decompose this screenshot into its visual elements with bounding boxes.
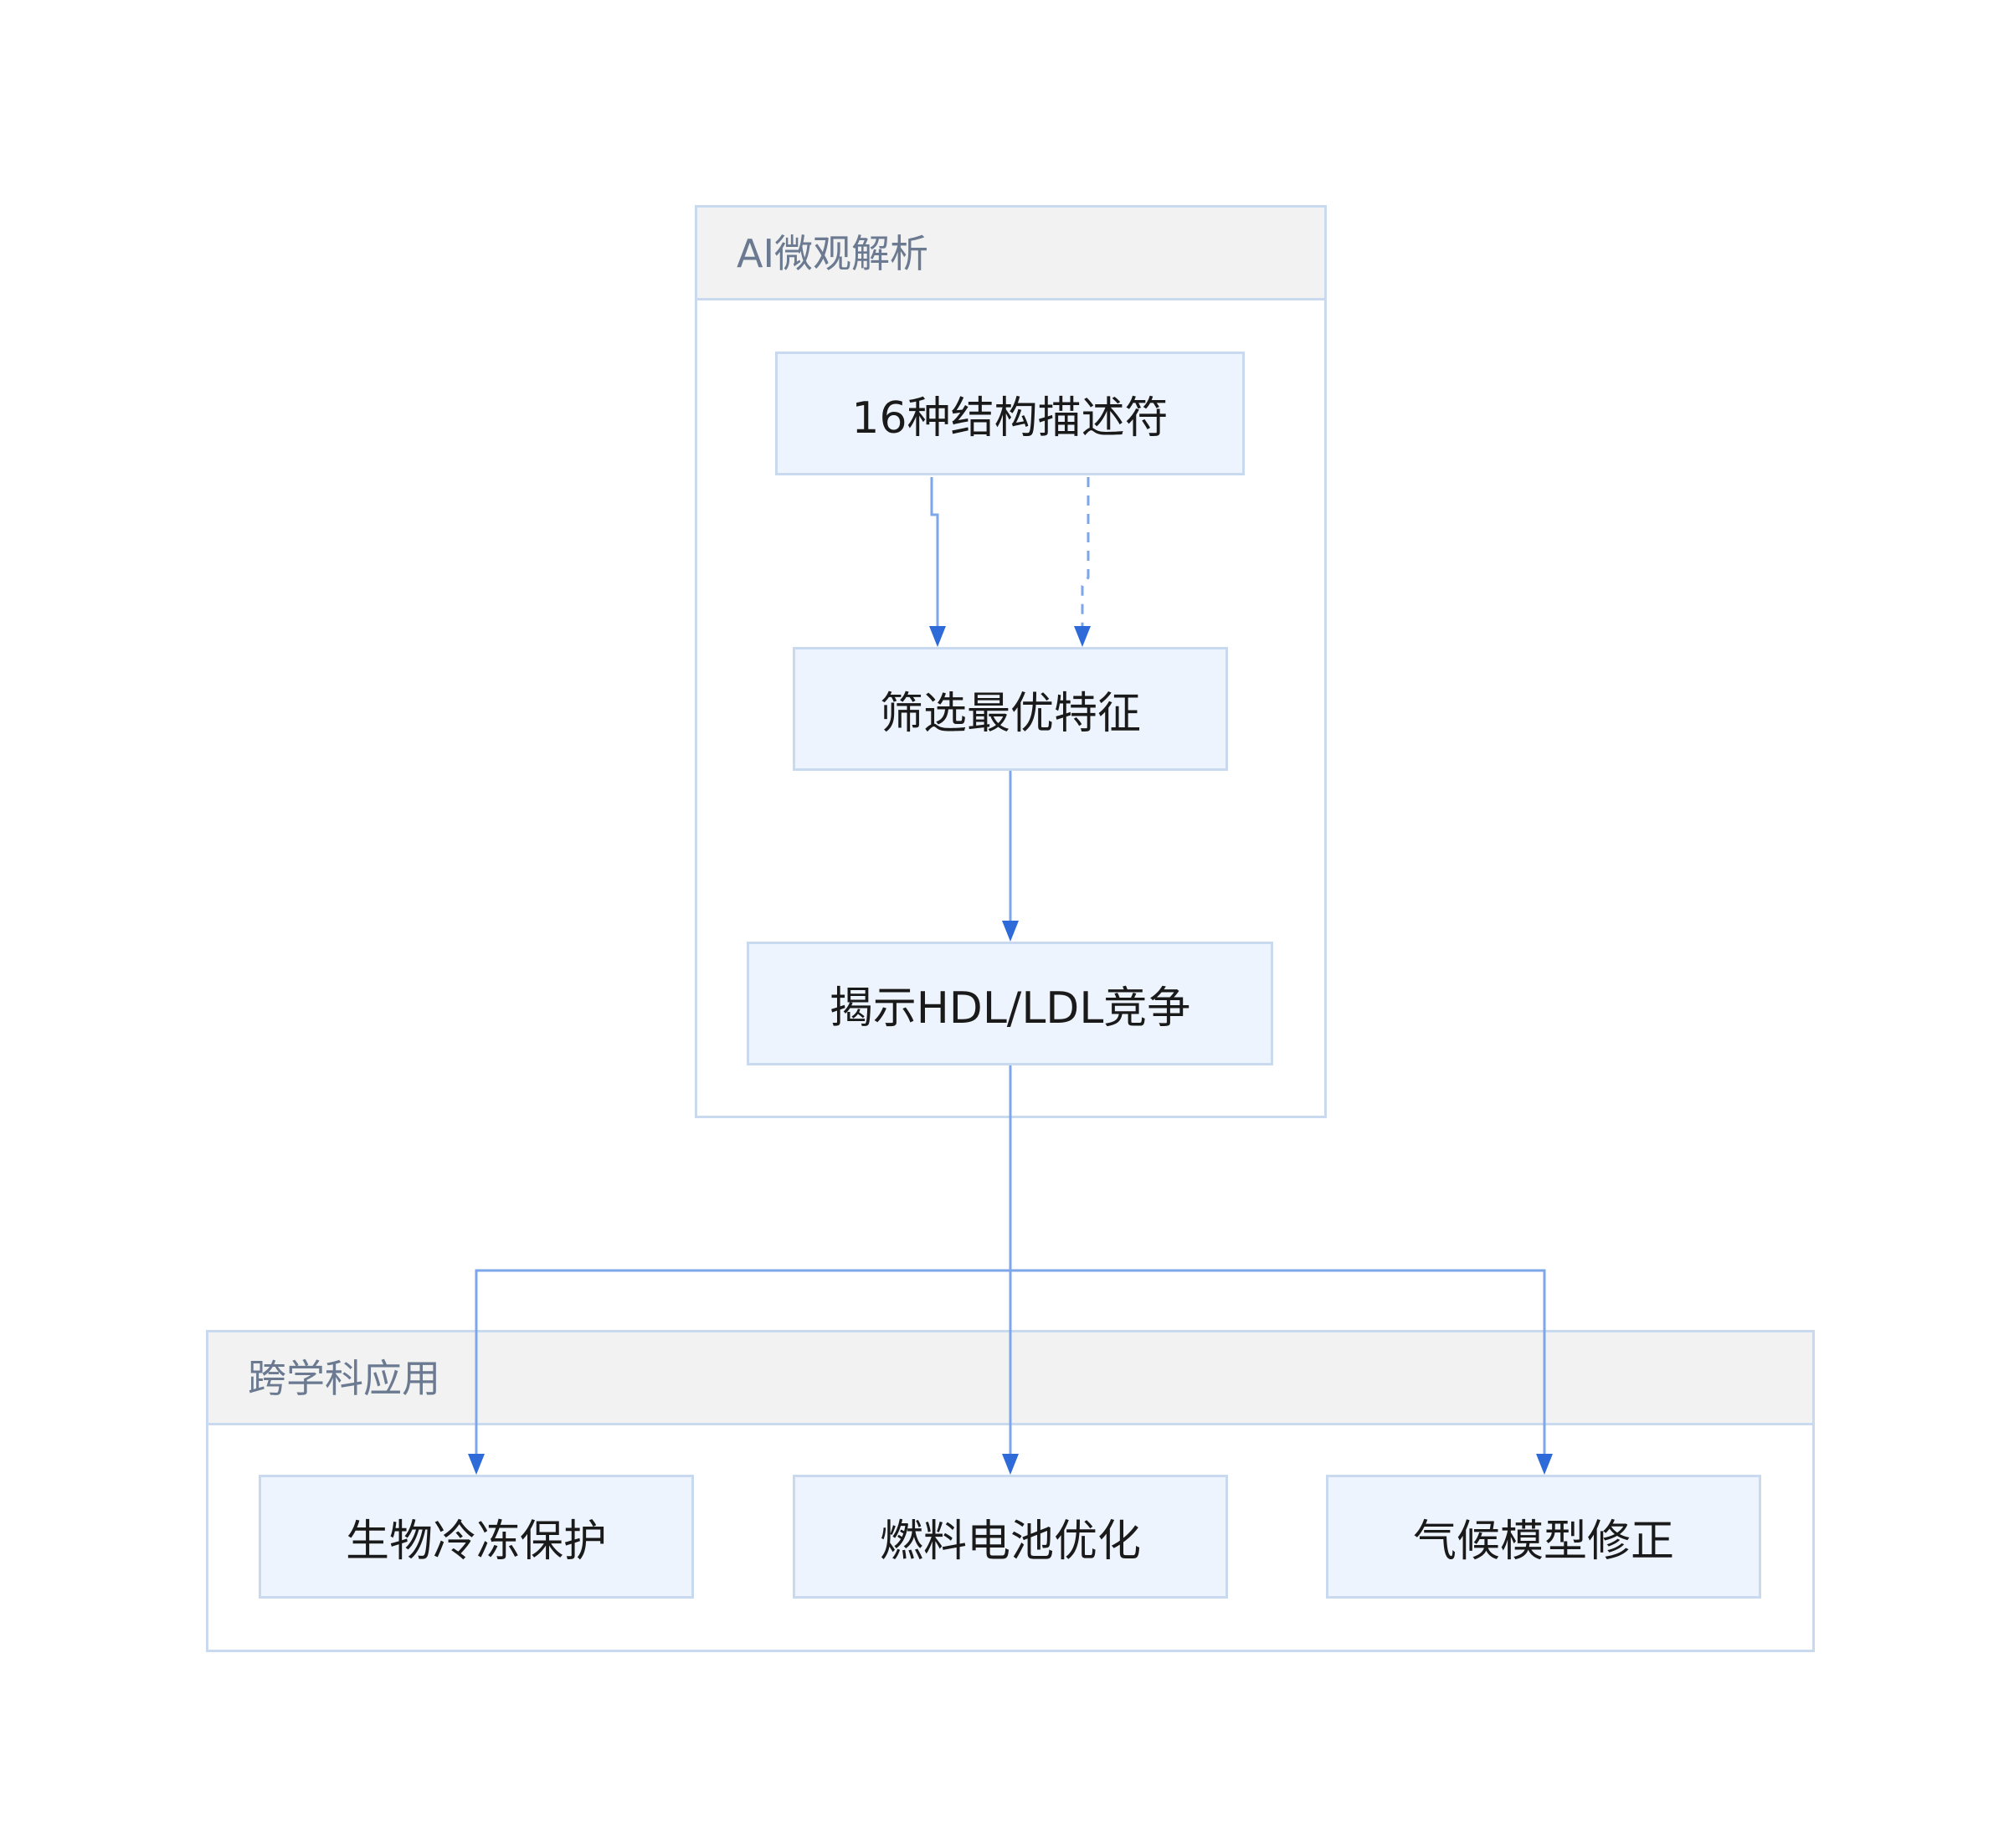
- edge-arrowhead-bio: [468, 1454, 485, 1475]
- node-structure-descriptors-label: 16种结构描述符: [851, 393, 1169, 444]
- edge-arrowhead-select-left: [929, 626, 946, 647]
- group-ai-analysis-header: AI微观解析: [697, 208, 1324, 300]
- edge-arrowhead-reveal: [1002, 921, 1019, 942]
- node-bio-cryoprotection[interactable]: 生物冷冻保护: [259, 1475, 694, 1599]
- node-fuel-cell-optimization-label: 燃料电池优化: [879, 1516, 1141, 1567]
- edge-arrowhead-climate: [1536, 1454, 1553, 1475]
- node-reveal-competition[interactable]: 揭示HDL/LDL竞争: [747, 942, 1273, 1065]
- edge-descriptors-to-select-solid: [930, 477, 939, 629]
- node-bio-cryoprotection-label: 生物冷冻保护: [345, 1516, 607, 1567]
- edge-fanout-horizontal: [475, 1269, 1546, 1457]
- node-climate-model-correction[interactable]: 气候模型修正: [1326, 1475, 1761, 1599]
- group-interdisciplinary-apps-title: 跨学科应用: [248, 1356, 440, 1401]
- edge-descriptors-to-select-dashed: [1081, 477, 1090, 629]
- group-ai-analysis-title: AI微观解析: [737, 231, 929, 276]
- node-climate-model-correction-label: 气候模型修正: [1412, 1516, 1674, 1567]
- node-reveal-competition-label: 揭示HDL/LDL竞争: [829, 983, 1191, 1034]
- node-select-features-label: 筛选最优特征: [879, 688, 1141, 739]
- node-structure-descriptors[interactable]: 16种结构描述符: [775, 352, 1245, 475]
- node-fuel-cell-optimization[interactable]: 燃料电池优化: [793, 1475, 1228, 1599]
- edge-arrowhead-fuel: [1002, 1454, 1019, 1475]
- node-select-features[interactable]: 筛选最优特征: [793, 647, 1228, 771]
- edge-arrowhead-select-right: [1074, 626, 1091, 647]
